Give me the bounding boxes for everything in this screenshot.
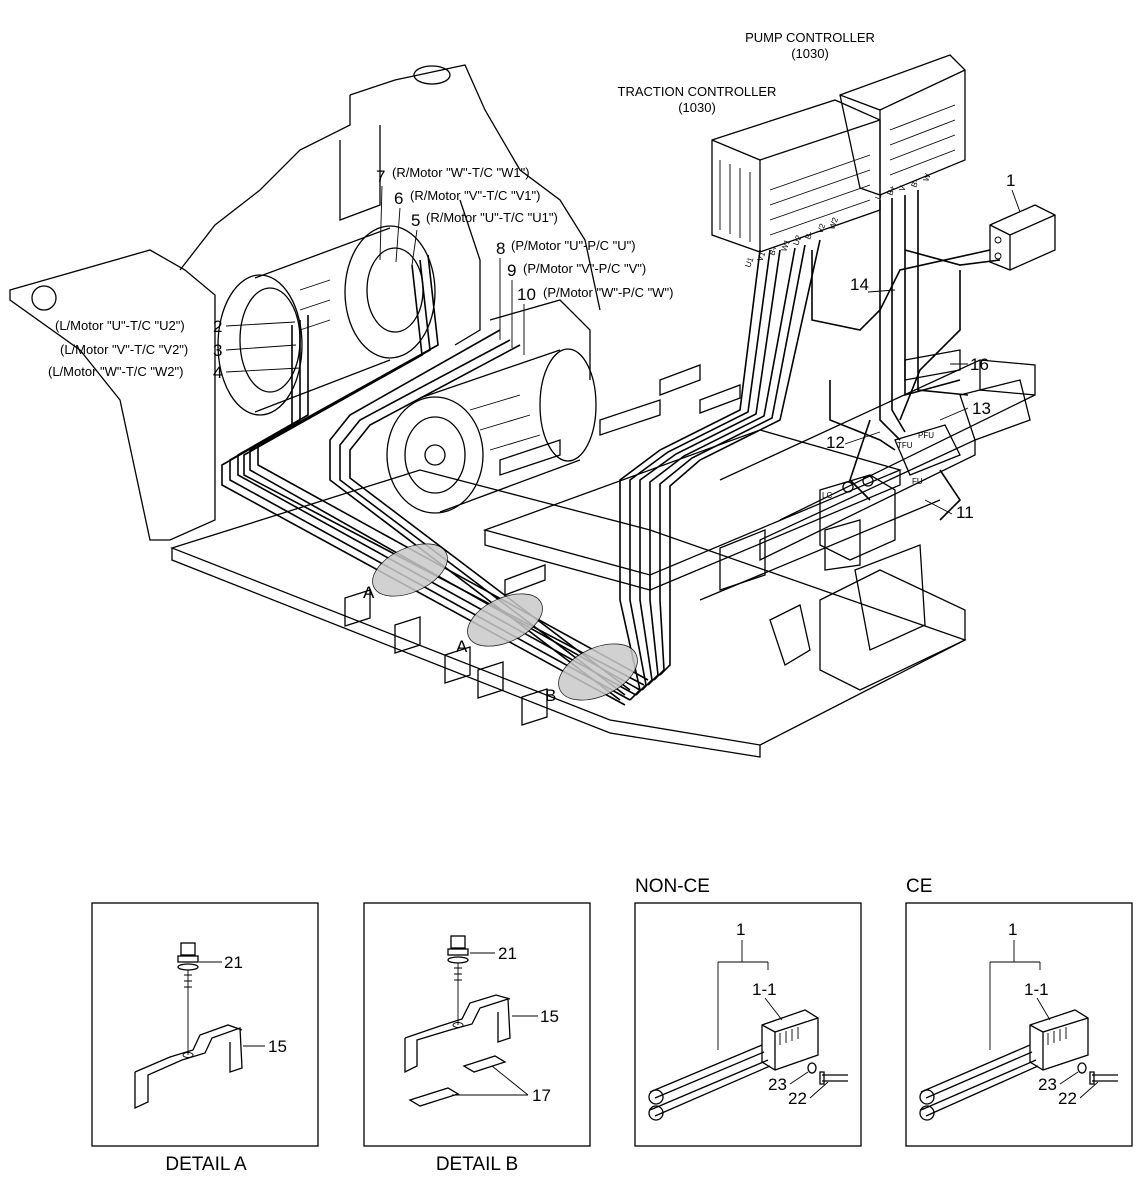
detail-a-num-21: 21 [224, 953, 243, 972]
part-16: 16 [970, 355, 989, 374]
clamp-zone-a1 [372, 543, 448, 597]
svg-text:B+: B+ [885, 184, 897, 197]
callout-8-num: 8 [496, 239, 505, 258]
callout-3-text: (L/Motor "V"-T/C "V2") [60, 342, 188, 357]
svg-text:PFU: PFU [918, 431, 934, 440]
callouts: 7 (R/Motor "W"-T/C "W1") 6 (R/Motor "V"-… [48, 165, 673, 382]
non-ce-num-1: 1 [736, 920, 745, 939]
svg-text:U: U [873, 192, 884, 201]
non-ce-heading: NON-CE [635, 876, 710, 897]
pump-terminal-labels: U B+ V B- W [873, 172, 932, 201]
svg-text:W: W [921, 172, 932, 183]
part-11: 11 [956, 503, 974, 522]
ce-num-23: 23 [1038, 1075, 1057, 1094]
detail-b-num-21: 21 [498, 944, 517, 963]
clamp-zone-b [558, 643, 638, 701]
pump-controller [839, 54, 966, 196]
svg-text:V1: V1 [755, 250, 767, 263]
pump-controller-model: (1030) [791, 46, 829, 61]
callout-5-text: (R/Motor "U"-T/C "U1") [426, 210, 558, 225]
callout-6-text: (R/Motor "V"-T/C "V1") [410, 188, 540, 203]
traction-terminal-labels: U1 V1 B+ W1 U2 B- V2 W2 [743, 216, 840, 269]
callout-3-num: 3 [213, 341, 222, 360]
callout-7-num: 7 [376, 167, 385, 186]
svg-text:TFU: TFU [897, 441, 913, 450]
detail-b-panel: 21 15 17 [363, 902, 591, 1147]
traction-controller [711, 99, 881, 253]
svg-text:B+: B+ [767, 244, 779, 257]
part-13: 13 [972, 399, 991, 418]
ce-heading: CE [906, 876, 932, 897]
callout-10-num: 10 [517, 285, 536, 304]
detail-marker-a2: A [456, 637, 468, 656]
non-ce-num-1-1: 1-1 [752, 980, 777, 999]
detail-marker-a1: A [363, 583, 375, 602]
fuse-labels: PFU TFU FU LC [822, 431, 934, 500]
svg-text:W1: W1 [779, 238, 792, 253]
part-1: 1 [1006, 171, 1015, 190]
svg-text:U2: U2 [791, 233, 803, 246]
detail-b-caption: DETAIL B [436, 1154, 518, 1175]
part-number-callouts: 1 14 16 13 12 11 [826, 171, 1021, 522]
clamp-zone-a2 [467, 593, 543, 647]
ce-num-22: 22 [1058, 1089, 1077, 1108]
callout-9-num: 9 [507, 261, 516, 280]
detail-b-num-17: 17 [532, 1086, 551, 1105]
detail-a-panel: 21 15 [91, 902, 319, 1147]
traction-controller-title: TRACTION CONTROLLER [618, 84, 777, 99]
svg-text:V: V [897, 184, 908, 193]
svg-text:V2: V2 [815, 222, 827, 235]
callout-10-text: (P/Motor "W"-P/C "W") [543, 285, 673, 300]
svg-text:FU: FU [912, 477, 923, 486]
svg-text:B-: B- [803, 230, 814, 241]
callout-7-text: (R/Motor "W"-T/C "W1") [392, 165, 530, 180]
callout-8-text: (P/Motor "U"-P/C "U") [511, 238, 636, 253]
callout-5-num: 5 [411, 211, 420, 230]
callout-9-text: (P/Motor "V"-P/C "V") [523, 261, 646, 276]
callout-6-num: 6 [394, 189, 403, 208]
callout-4-num: 4 [213, 363, 222, 382]
non-ce-num-22: 22 [788, 1089, 807, 1108]
callout-2-num: 2 [213, 317, 222, 336]
part-14: 14 [850, 275, 869, 294]
ce-num-1: 1 [1008, 920, 1017, 939]
pump-controller-title: PUMP CONTROLLER [745, 30, 875, 45]
part-12: 12 [826, 433, 845, 452]
callout-2-text: (L/Motor "U"-T/C "U2") [55, 318, 185, 333]
chassis-drawing [9, 64, 1036, 758]
detail-a-caption: DETAIL A [165, 1154, 247, 1175]
non-ce-panel: 1 1-1 23 22 [634, 902, 862, 1147]
ce-num-1-1: 1-1 [1024, 980, 1049, 999]
svg-text:W2: W2 [827, 216, 840, 231]
non-ce-num-23: 23 [768, 1075, 787, 1094]
traction-controller-model: (1030) [678, 100, 716, 115]
ce-panel: 1 1-1 23 22 [905, 902, 1133, 1147]
callout-4-text: (L/Motor "W"-T/C "W2") [48, 364, 183, 379]
svg-text:B-: B- [909, 178, 920, 189]
svg-text:U1: U1 [743, 255, 755, 268]
battery-connector-1 [989, 204, 1056, 271]
detail-a-num-15: 15 [268, 1037, 287, 1056]
detail-marker-b: B [545, 686, 556, 705]
detail-b-num-15: 15 [540, 1007, 559, 1026]
cable-harness [221, 190, 1001, 706]
svg-text:LC: LC [822, 491, 832, 500]
